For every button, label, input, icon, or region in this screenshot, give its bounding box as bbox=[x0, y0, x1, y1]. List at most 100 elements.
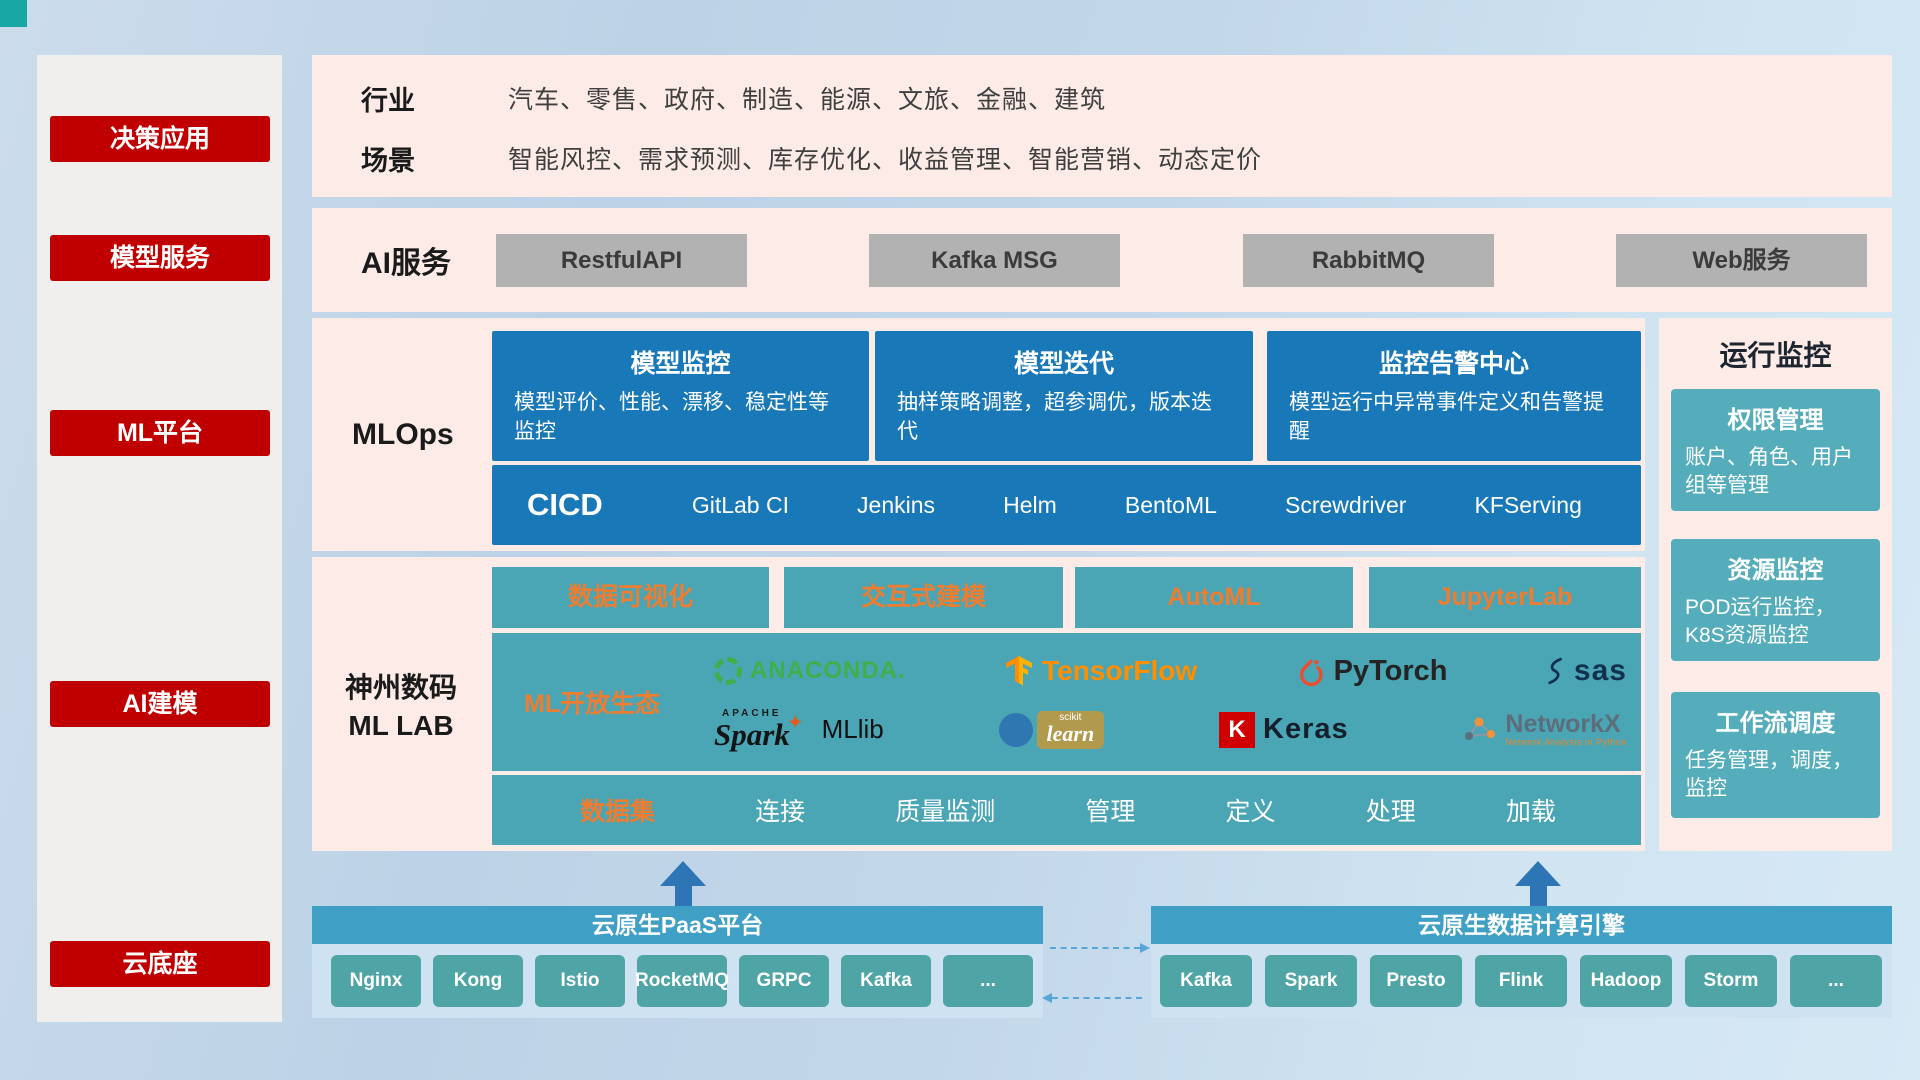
arrow-head bbox=[1515, 861, 1561, 886]
pytorch-wordmark: PyTorch bbox=[1333, 654, 1448, 687]
dashed-arrow-left-icon bbox=[1042, 993, 1142, 1003]
dataset-bar: 数据集 连接 质量监测 管理 定义 处理 加载 bbox=[492, 775, 1641, 845]
networkx-icon bbox=[1465, 717, 1496, 741]
ml-ecosystem-label: ML开放生态 bbox=[524, 690, 661, 718]
corner-decoration bbox=[0, 0, 27, 27]
cicd-tool-bentoml: BentoML bbox=[1124, 491, 1217, 518]
mllib-wordmark: MLlib bbox=[821, 714, 884, 744]
scenario-label: 场景 bbox=[361, 145, 415, 176]
runtime-monitor-title: 运行监控 bbox=[1719, 340, 1832, 371]
networkx-text: NetworkX bbox=[1505, 709, 1621, 738]
industry-band: 行业 汽车、零售、政府、制造、能源、文旅、金融、建筑 场景 智能风控、需求预测、… bbox=[312, 55, 1892, 197]
ml-ecosystem-logos: ANACONDA. TensorFlow bbox=[714, 633, 1627, 771]
anaconda-logo: ANACONDA. bbox=[714, 657, 906, 685]
dataset-items: 连接 质量监测 管理 定义 处理 加载 bbox=[710, 792, 1601, 828]
dataset-define: 定义 bbox=[1225, 798, 1276, 826]
mllab-label-line1: 神州数码 bbox=[344, 672, 457, 703]
arrow-stem bbox=[674, 886, 692, 906]
industry-row: 行业 汽车、零售、政府、制造、能源、文旅、金融、建筑 bbox=[361, 79, 1872, 117]
card-title: 模型监控 bbox=[630, 350, 731, 378]
tensorflow-logo: TensorFlow bbox=[1004, 655, 1197, 687]
cicd-tool-helm: Helm bbox=[1003, 491, 1057, 518]
dataset-process: 处理 bbox=[1365, 798, 1416, 826]
mllab-label: 神州数码 ML LAB bbox=[320, 669, 482, 745]
dataset-label: 数据集 bbox=[580, 798, 656, 826]
cicd-tool-gitlab-ci: GitLab CI bbox=[691, 491, 789, 518]
spark-wordmark: APACHE Spark ✦ bbox=[714, 708, 804, 752]
card-title: 资源监控 bbox=[1727, 557, 1824, 584]
tensorflow-icon bbox=[1006, 656, 1033, 686]
scikit-label: scikit bbox=[1059, 711, 1082, 723]
card-desc: 模型评价、性能、漂移、稳定性等监控 bbox=[514, 391, 829, 443]
tool-automl: AutoML bbox=[1075, 567, 1353, 628]
card-title: 工作流调度 bbox=[1715, 710, 1836, 737]
spark-word: Spark ✦ bbox=[714, 713, 804, 752]
paas-item-kafka: Kafka bbox=[841, 955, 931, 1007]
pytorch-icon bbox=[1299, 659, 1323, 686]
ai-service-label: AI服务 bbox=[361, 247, 451, 280]
compute-items: Kafka Spark Presto Flink Hadoop Storm ..… bbox=[1151, 944, 1892, 1018]
spark-text: Spark bbox=[714, 717, 790, 752]
card-desc: 模型运行中异常事件定义和告警提醒 bbox=[1289, 391, 1604, 443]
ml-ecosystem-panel: ML开放生态 ANACONDA. TensorFlow bbox=[492, 633, 1641, 771]
compute-item-presto: Presto bbox=[1370, 955, 1462, 1007]
logo-row-1: ANACONDA. TensorFlow bbox=[714, 654, 1627, 688]
arrow-stem bbox=[1529, 886, 1547, 906]
tool-jupyterlab: JupyterLab bbox=[1369, 567, 1641, 628]
industry-label: 行业 bbox=[361, 85, 415, 116]
data-compute-title: 云原生数据计算引擎 bbox=[1151, 906, 1892, 944]
card-model-iteration: 模型迭代 抽样策略调整，超参调优，版本迭代 bbox=[875, 331, 1253, 461]
sas-icon bbox=[1548, 657, 1562, 685]
compute-item-flink: Flink bbox=[1475, 955, 1567, 1007]
data-compute-section: 云原生数据计算引擎 Kafka Spark Presto Flink Hadoo… bbox=[1151, 906, 1892, 1018]
scenario-row: 场景 智能风控、需求预测、库存优化、收益管理、智能营销、动态定价 bbox=[361, 139, 1872, 177]
networkx-logo: NetworkX Network Analysis in Python bbox=[1463, 709, 1627, 748]
layer-sidebar: 决策应用 模型服务 ML平台 AI建模 云底座 bbox=[37, 55, 282, 1022]
networkx-subtitle: Network Analysis in Python bbox=[1505, 737, 1627, 748]
service-restfulapi: RestfulAPI bbox=[496, 234, 747, 287]
card-desc: 任务管理，调度，监控 bbox=[1685, 749, 1853, 800]
compute-item-kafka: Kafka bbox=[1160, 955, 1252, 1007]
compute-item-hadoop: Hadoop bbox=[1580, 955, 1672, 1007]
card-alert-center: 监控告警中心 模型运行中异常事件定义和告警提醒 bbox=[1267, 331, 1641, 461]
compute-item-spark: Spark bbox=[1265, 955, 1357, 1007]
networkx-wordmark: NetworkX Network Analysis in Python bbox=[1505, 709, 1627, 748]
mllab-band: 神州数码 ML LAB 数据可视化 交互式建模 AutoML JupyterLa… bbox=[312, 557, 1645, 851]
logo-row-2: APACHE Spark ✦ MLlib scikit learn bbox=[714, 708, 1627, 752]
compute-item-more: ... bbox=[1790, 955, 1882, 1007]
up-arrow-icon bbox=[660, 861, 706, 906]
industry-list: 汽车、零售、政府、制造、能源、文旅、金融、建筑 bbox=[508, 86, 1107, 114]
learn-label: learn bbox=[1046, 720, 1095, 746]
service-web: Web服务 bbox=[1616, 234, 1867, 287]
scenario-list: 智能风控、需求预测、库存优化、收益管理、智能营销、动态定价 bbox=[508, 146, 1263, 174]
mlops-label: MLOps bbox=[352, 417, 454, 451]
dashed-arrow-right-icon bbox=[1050, 943, 1150, 953]
tensorflow-wordmark: TensorFlow bbox=[1042, 655, 1198, 686]
cicd-tool-screwdriver: Screwdriver bbox=[1285, 491, 1407, 518]
cicd-tool-kfserving: KFServing bbox=[1474, 491, 1582, 518]
sidebar-item-ai-modeling: AI建模 bbox=[50, 681, 270, 727]
paas-item-nginx: Nginx bbox=[331, 955, 421, 1007]
sidebar-item-model-service: 模型服务 bbox=[50, 235, 270, 281]
card-desc: 账户、角色、用户组等管理 bbox=[1685, 446, 1853, 497]
card-title: 权限管理 bbox=[1727, 407, 1824, 434]
arrow-head bbox=[660, 861, 706, 886]
sas-wordmark: sas bbox=[1573, 654, 1627, 687]
sidebar-item-decision-app: 决策应用 bbox=[50, 116, 270, 162]
anaconda-icon bbox=[714, 657, 742, 685]
scikit-learn-icon bbox=[998, 712, 1033, 747]
mlops-band: MLOps 模型监控 模型评价、性能、漂移、稳定性等监控 模型迭代 抽样策略调整… bbox=[312, 318, 1645, 551]
keras-logo: K Keras bbox=[1219, 711, 1349, 748]
tool-data-visualization: 数据可视化 bbox=[492, 567, 769, 628]
paas-item-rocketmq: RocketMQ bbox=[635, 955, 729, 1007]
paas-item-grpc: GRPC bbox=[739, 955, 829, 1007]
dataset-manage: 管理 bbox=[1085, 798, 1136, 826]
cicd-tool-jenkins: Jenkins bbox=[857, 491, 936, 518]
scikit-learn-badge: scikit learn bbox=[1036, 710, 1105, 749]
sidebar-item-cloud-base: 云底座 bbox=[50, 941, 270, 987]
scikit-learn-logo: scikit learn bbox=[998, 710, 1105, 749]
card-desc: 抽样策略调整，超参调优，版本迭代 bbox=[897, 391, 1212, 443]
paas-item-more: ... bbox=[943, 955, 1033, 1007]
up-arrow-icon bbox=[1515, 861, 1561, 906]
apache-label: APACHE bbox=[722, 708, 782, 719]
